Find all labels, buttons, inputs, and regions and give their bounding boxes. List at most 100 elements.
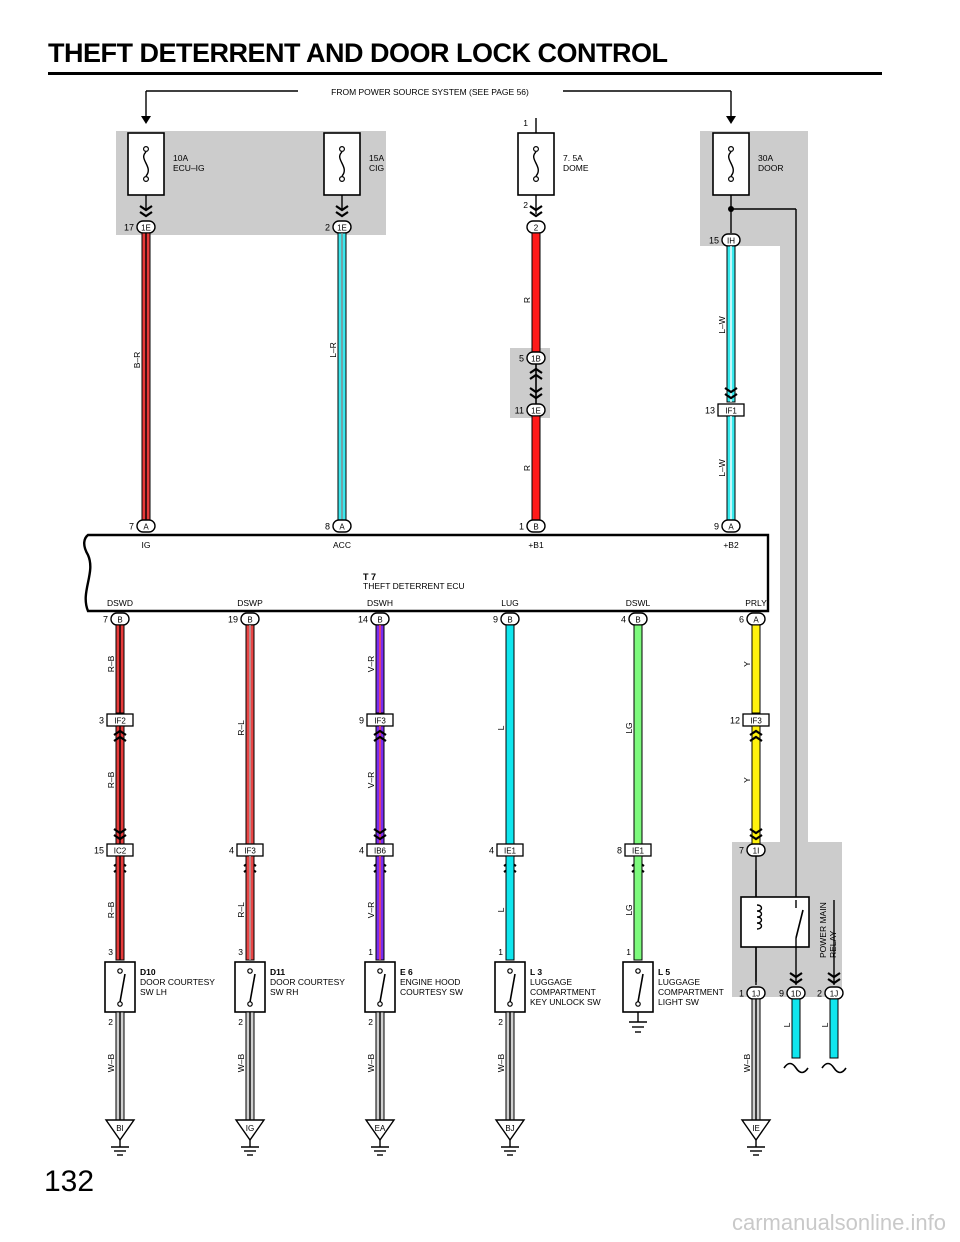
dome-junction-chev-up-0 xyxy=(529,373,543,380)
label-wire-1-a: R–L xyxy=(236,720,246,736)
relay-contact-blade xyxy=(795,909,804,939)
fuse-1-name: CIG xyxy=(369,163,384,173)
ecu-bottom-term-2: DSWH xyxy=(367,598,393,608)
ecu-bottom-pin-1-code: B xyxy=(247,616,252,625)
chev-low-0-0 xyxy=(113,828,127,835)
fuse-3-t2 xyxy=(727,176,734,183)
label-wire-4-a: LG xyxy=(624,722,634,733)
conn-low-5-code: 1I xyxy=(753,847,760,856)
label-w-b-3: W–B xyxy=(496,1053,506,1072)
conn-ecuig-code: 1E xyxy=(141,224,151,233)
fuse-3-rating: 30A xyxy=(758,153,773,163)
label-r-1: R xyxy=(522,297,532,303)
switch-1-blade xyxy=(249,973,256,1003)
ecu-bottom-term-0: DSWD xyxy=(107,598,133,608)
ground-relay-code: IE xyxy=(752,1124,760,1133)
ground-2-code: EA xyxy=(375,1124,386,1133)
ecu-bottom-pin-0-code: B xyxy=(117,616,122,625)
fuse-0-t2 xyxy=(143,176,150,183)
ecu-bottom-pin-2-pin: 14 xyxy=(358,615,368,625)
relay-pin-2-pin: 2 xyxy=(817,989,822,999)
conn-mid-5-code: IF3 xyxy=(750,717,762,726)
conn-dome-junction-upper-code: 1B xyxy=(531,355,541,364)
relay-pin-2-code: 1J xyxy=(830,990,838,999)
label-wire-2-a: V–R xyxy=(366,656,376,673)
label-wire-1-c: R–L xyxy=(236,902,246,918)
conn-ecuig-pin: 17 xyxy=(124,223,134,233)
ecu-top-pin-0 xyxy=(136,519,156,533)
ground-0-code: BI xyxy=(116,1124,124,1133)
label-r-2: R xyxy=(522,465,532,471)
fuse-2-t1 xyxy=(532,146,539,153)
relay-break-1 xyxy=(783,1062,809,1074)
chev-mid-5-0 xyxy=(749,735,763,742)
ecu-bottom-pin-0-pin: 7 xyxy=(103,615,108,625)
chev-mid-5-1 xyxy=(749,729,763,736)
ground-1 xyxy=(234,1119,266,1142)
chev-mid-0-0 xyxy=(113,735,127,742)
dome-pin-bottom: 2 xyxy=(523,200,528,210)
conn-door-pin: 15 xyxy=(709,236,719,246)
conn-low-2-pin: 4 xyxy=(359,846,364,856)
switch-4-line3: LIGHT SW xyxy=(658,997,699,1007)
label-w-b-0: W–B xyxy=(106,1053,116,1072)
wire-5-a xyxy=(751,624,761,714)
conn-low-3-code: IE1 xyxy=(504,847,517,856)
conn-low-1-code: IF3 xyxy=(244,847,256,856)
switch-2-t1 xyxy=(377,968,383,974)
switch-0-pin-bottom: 2 xyxy=(108,1017,113,1027)
title-rule xyxy=(48,72,882,75)
switch-4-line2: COMPARTMENT xyxy=(658,987,724,997)
switch-3-line3: KEY UNLOCK SW xyxy=(530,997,601,1007)
wire-relay-l-1 xyxy=(791,998,801,1059)
switch-1-line1: DOOR COURTESY xyxy=(270,977,345,987)
switch-3-pin-bottom: 2 xyxy=(498,1017,503,1027)
ecu-top-term-0: IG xyxy=(142,540,151,550)
fuse-1-element xyxy=(339,151,345,177)
conn-cig-code: 1E xyxy=(337,224,347,233)
power-arrow-right xyxy=(726,116,736,124)
conn-door-code: IH xyxy=(727,237,735,246)
ecu-top-pin-2-code: B xyxy=(533,523,538,532)
switch-3-t2 xyxy=(507,1001,513,1007)
label-wire-5-a: Y xyxy=(742,661,752,667)
ecu-bottom-term-5: PRLY xyxy=(745,598,767,608)
ecu-top-pin-0-code: A xyxy=(143,523,149,532)
ecu-top-pin-3 xyxy=(721,519,741,533)
ecu-bottom-pin-4-pin: 4 xyxy=(621,615,626,625)
ecuig-chev-0 xyxy=(139,205,153,212)
fuse-3-element xyxy=(728,151,734,177)
fuse-1-t1 xyxy=(339,146,346,153)
switch-2-pin-bottom: 2 xyxy=(368,1017,373,1027)
fuse-1-rating: 15A xyxy=(369,153,384,163)
chev-mid-2-1 xyxy=(373,729,387,736)
label-l-w-1: L–W xyxy=(717,316,727,333)
fuse-0-rating: 10A xyxy=(173,153,188,163)
conn-cig-pin: 2 xyxy=(325,223,330,233)
conn-low-5-pin: 7 xyxy=(739,846,744,856)
cig-chev-1 xyxy=(335,211,349,218)
relay-break-2 xyxy=(821,1062,847,1074)
switch-3-id: L 3 xyxy=(530,967,542,977)
conn-low-0-code: IC2 xyxy=(114,847,127,856)
chev-low-5-0 xyxy=(749,828,763,835)
cig-chev-0 xyxy=(335,205,349,212)
label-wire-5-b: Y xyxy=(742,777,752,783)
switch-2-id: E 6 xyxy=(400,967,413,977)
ground-2 xyxy=(364,1119,396,1142)
label-wire-0-c: R–B xyxy=(106,901,116,918)
relay-pin-1-code: 1D xyxy=(791,990,801,999)
ecu-name: THEFT DETERRENT ECU xyxy=(363,581,465,591)
conn-low-0-pin: 15 xyxy=(94,846,104,856)
chev-low-2-1 xyxy=(373,834,387,841)
switch-3-line1: LUGGAGE xyxy=(530,977,572,987)
switch-3-line2: COMPARTMENT xyxy=(530,987,596,997)
switch-0-id: D10 xyxy=(140,967,156,977)
label-wire-2-c: V–R xyxy=(366,902,376,919)
switch-1-line2: SW RH xyxy=(270,987,298,997)
fuse-0-name: ECU–IG xyxy=(173,163,205,173)
wire-dome-upper xyxy=(531,232,541,353)
switch-1-id: D11 xyxy=(270,967,285,977)
switch-4-t2 xyxy=(635,1001,641,1007)
dome-junction-chev-down-0 xyxy=(529,387,543,394)
